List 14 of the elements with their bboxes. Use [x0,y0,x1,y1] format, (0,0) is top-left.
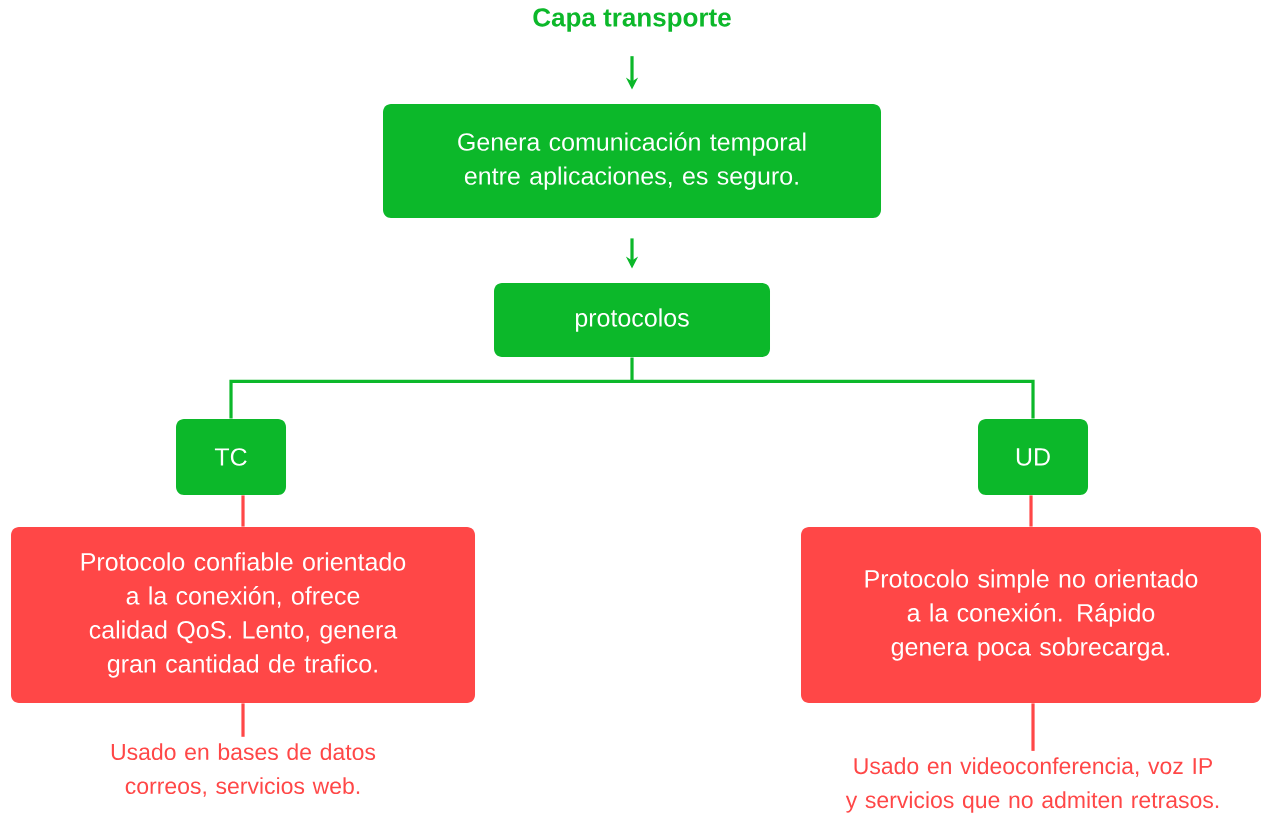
connector-line [1029,495,1033,527]
process-box: Genera comunicación temporal entre aplicaciones, es seguro. [383,104,881,218]
connector-line [241,703,245,737]
note-text: Usado en bases de datos correos, servicios web. [111,743,376,797]
note-text: Usado en videoconferencia, voz IP y servicios que no admiten retrasos. [845,757,1219,813]
connector-line [241,495,245,527]
description-box: Protocolo simple no orientado a la conexión. Rápido genera poca sobrecarga. [801,527,1261,703]
process-box: UD [978,419,1088,495]
description-box: Protocolo confiable orientado a la conexión, ofrece calidad QoS. Lento, genera gran cantidad de trafico. [11,527,475,703]
connector-line [1031,703,1035,751]
process-box: TC [176,419,286,495]
heading-text: Capa transporte [533,8,731,32]
process-box: protocolos [494,283,770,357]
connector-line [229,355,1035,421]
